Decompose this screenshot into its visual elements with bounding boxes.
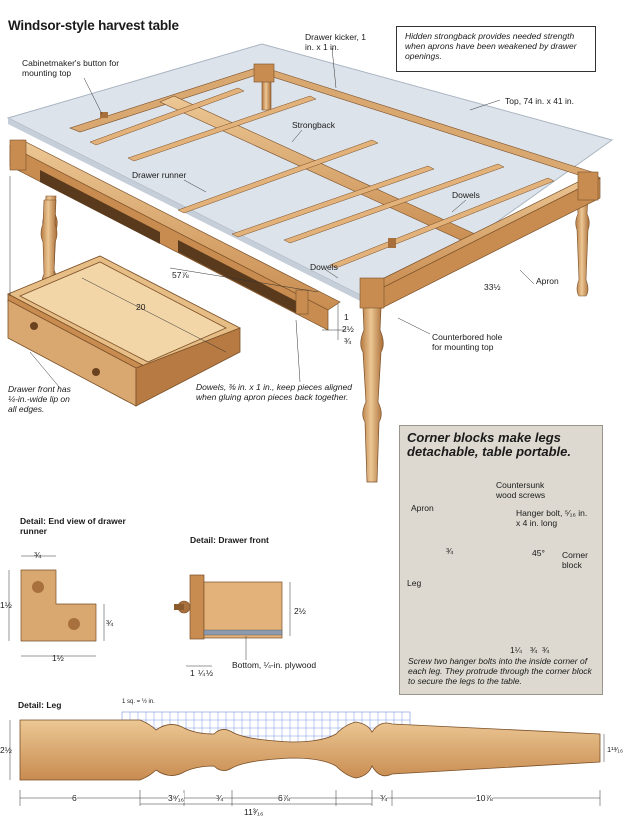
leg-seg-4: 6⅞ xyxy=(278,793,290,803)
leg-seg-7: 10⅞ xyxy=(476,793,493,803)
runner-dim-bottom: 1½ xyxy=(52,653,64,663)
label-corner-dim-a: 1¼ xyxy=(510,645,522,655)
leg-seg-2: 3⁹⁄₁₆ xyxy=(168,793,185,803)
drawer-front-dimensions xyxy=(186,582,291,667)
label-strongback: Strongback xyxy=(292,120,335,130)
label-drawer-kicker: Drawer kicker, 1 in. x 1 in. xyxy=(305,32,366,52)
runner-detail-title: Detail: End view of drawer runner xyxy=(20,516,126,536)
leg-grid-note: 1 sq. = ½ in. xyxy=(122,699,155,705)
label-hanger-bolt: Hanger bolt, ⁵⁄₁₆ in. x 4 in. long xyxy=(516,508,588,528)
cabinetmaker-button xyxy=(100,112,108,118)
leg-dim-left: 2½ xyxy=(0,745,12,755)
table-top-edge xyxy=(8,118,380,311)
runner-dimension-lines xyxy=(8,555,105,657)
label-apron: Apron xyxy=(536,276,559,286)
label-dim-20: 20 xyxy=(136,302,146,312)
label-dim-57: 57⅞ xyxy=(172,270,189,280)
drawer-runners xyxy=(89,87,555,269)
label-countersunk: Countersunk wood screws xyxy=(496,480,546,500)
label-counterbored: Counterbored hole for mounting top xyxy=(432,332,503,352)
runner-end-view xyxy=(20,569,97,642)
label-corner-dim-b: ¾ xyxy=(530,645,538,655)
left-corner-leg-block xyxy=(9,139,27,171)
label-dim-2-5: 2½ xyxy=(342,324,354,334)
drawer-front-dim-a: 1 xyxy=(190,668,195,678)
apron-end-piece xyxy=(295,289,309,315)
corner-block-panel xyxy=(399,425,603,695)
page-title: Windsor-style harvest table xyxy=(8,18,179,33)
label-drawer-front-lip: Drawer front has ¼-in.-wide lip on all e… xyxy=(8,384,71,414)
leg-detail-title: Detail: Leg xyxy=(18,700,62,710)
strongback-note: Hidden strongback provides needed streng… xyxy=(396,26,596,72)
drawer-front-dim-height: 2½ xyxy=(294,606,306,616)
label-corner-dim-frac: ¾ xyxy=(446,546,454,556)
leg-seg-6: 11³⁄₁₆ xyxy=(244,807,264,817)
front-corner-leg xyxy=(360,285,384,483)
label-angle: 45° xyxy=(532,548,545,558)
leg-dim-right: 1¹³⁄₁₆ xyxy=(607,745,623,754)
label-corner-dim-c: ¾ xyxy=(542,645,550,655)
drawer-knob-icon xyxy=(30,322,38,330)
drawer-front-dim-b: ¼ xyxy=(198,668,206,678)
corner-block-title: Corner blocks make legs detachable, tabl… xyxy=(407,430,571,459)
drawer-front-bottom-note: Bottom, ¼-in. plywood xyxy=(232,660,317,670)
drawer-opening-1 xyxy=(40,170,160,244)
drawer-knob-icon-2 xyxy=(92,368,100,376)
front-corner-leg-block xyxy=(359,277,385,309)
leg-seg-5: ¾ xyxy=(380,793,388,803)
drawer-front-dim-c: ½ xyxy=(206,668,214,678)
back-corner-leg-block xyxy=(577,171,599,201)
label-dim-0-75: ¾ xyxy=(344,336,352,346)
label-cabinetmaker-button: Cabinetmaker's button for mounting top xyxy=(22,58,120,78)
leg-seg-3: ¾ xyxy=(216,793,224,803)
label-dowels-lower: Dowels xyxy=(310,262,338,272)
label-dim-33: 33½ xyxy=(484,282,501,292)
runner-dim-left: 1½ xyxy=(0,600,12,610)
label-corner-leg: Leg xyxy=(407,578,422,588)
leg-seg-1: 6 xyxy=(72,793,77,803)
label-corner-apron: Apron xyxy=(411,503,434,513)
leader-lines xyxy=(9,47,535,389)
runner-dim-right: ¾ xyxy=(106,618,114,628)
loose-button xyxy=(388,238,396,248)
runner-dim-top: ¾ xyxy=(34,550,42,560)
leg-dimension-lines xyxy=(9,720,605,806)
drawer-front-section xyxy=(174,574,283,640)
drawer-front-detail-title: Detail: Drawer front xyxy=(190,535,269,545)
top-block xyxy=(253,63,275,83)
back-right-leg xyxy=(575,195,590,297)
label-corner-block: Corner block xyxy=(562,550,588,570)
label-top: Top, 74 in. x 41 in. xyxy=(505,96,574,106)
label-dowels-upper: Dowels xyxy=(452,190,480,200)
drawer xyxy=(7,255,241,407)
label-dim-1: 1 xyxy=(344,312,349,322)
corner-caption: Screw two hanger bolts into the inside c… xyxy=(408,656,592,686)
label-drawer-runner: Drawer runner xyxy=(132,170,187,180)
label-dowels-note: Dowels, ⅜ in. x 1 in., keep pieces align… xyxy=(196,382,352,402)
leg-profile xyxy=(19,719,601,781)
drawer-opening-2 xyxy=(178,240,298,314)
